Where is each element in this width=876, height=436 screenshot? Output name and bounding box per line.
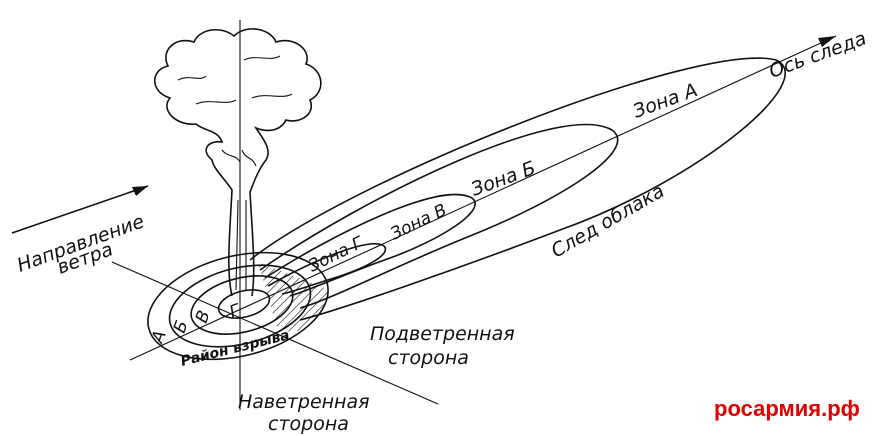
trace-axis-label: Ось следа [766,27,869,82]
zone-a-label: Зона А [630,79,700,123]
ring-letter-g: Г [227,300,244,323]
trace-axis-line [129,35,837,361]
watermark-text: росармия.рф [714,396,860,421]
wind-direction-arrow [11,185,149,234]
ring-letter-v: В [192,308,215,326]
zone-a-outline [249,57,786,321]
zone-v-label: Зона В [387,200,450,244]
leeward-side-label-line1: Подветренная [370,323,515,345]
zone-b-outline [259,123,619,309]
leeward-side-label: Подветренная сторона [370,323,515,369]
windward-side-label-line1: Наветренная [238,391,370,413]
zone-b-label: Зона Б [468,157,538,201]
windward-side-label: Наветренная сторона [238,391,370,435]
cloud-trace-label: След облака [548,180,669,262]
mushroom-cloud [153,28,322,297]
leeward-side-label-line2: сторона [388,347,469,369]
ring-letters: А Б В Г [148,300,244,347]
explosion-rings [147,251,330,361]
ring-letter-a: А [148,328,171,347]
ring-letter-b: Б [170,318,193,336]
windward-side-label-line2: сторона [268,413,349,435]
